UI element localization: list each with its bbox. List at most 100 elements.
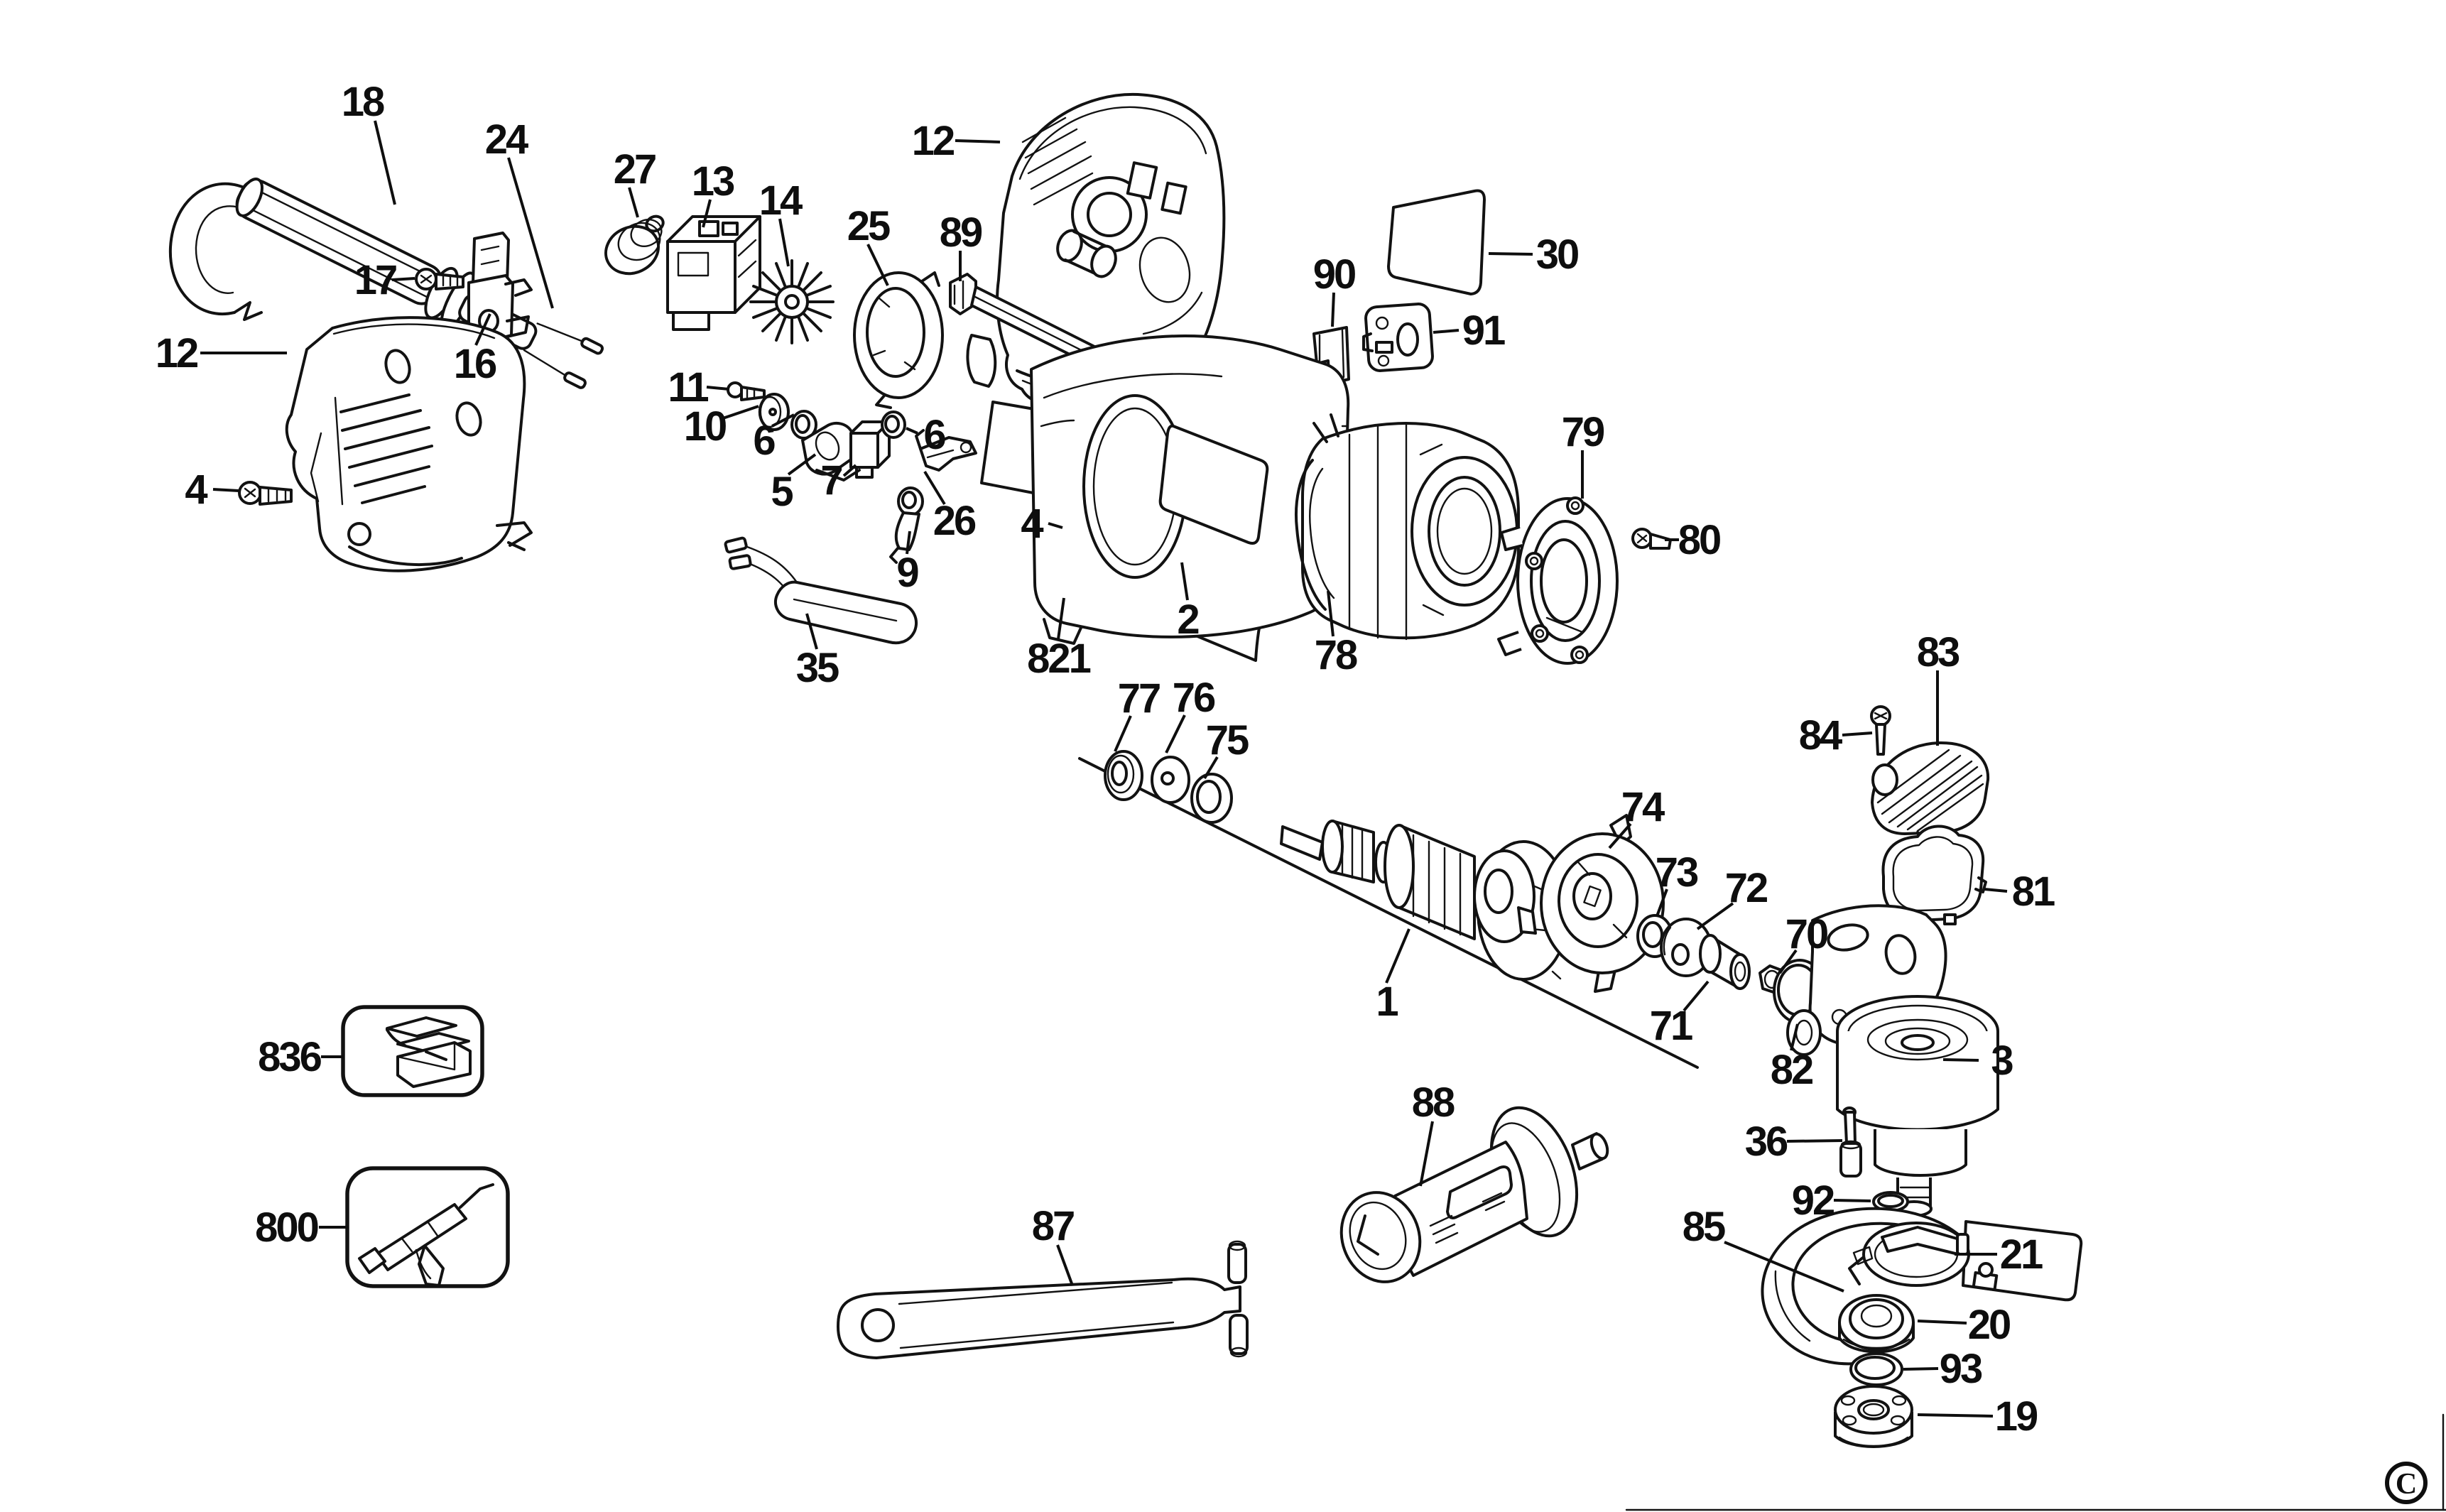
part-label-4-mid: 4 bbox=[1021, 501, 1043, 547]
part-label-18: 18 bbox=[342, 79, 384, 125]
part-label-17: 17 bbox=[354, 257, 396, 303]
leader-line-27 bbox=[628, 187, 639, 218]
part-label-87: 87 bbox=[1032, 1203, 1074, 1249]
part-27-spring-cone bbox=[604, 214, 665, 276]
part-label-76: 76 bbox=[1173, 675, 1215, 721]
leader-line-18 bbox=[374, 120, 396, 205]
part-17-screw bbox=[415, 268, 464, 290]
part-label-3: 3 bbox=[1991, 1038, 2013, 1084]
part-label-70: 70 bbox=[1785, 911, 1827, 957]
part-label-5: 5 bbox=[771, 469, 793, 515]
leader-line-73 bbox=[1656, 888, 1668, 917]
part-label-12-left: 12 bbox=[156, 330, 197, 376]
copyright-symbol: C bbox=[2396, 1468, 2417, 1501]
part-6-ring-left bbox=[790, 410, 817, 440]
part-13-switch bbox=[666, 215, 761, 331]
part-74-fan-baffle bbox=[1517, 814, 1665, 993]
part-label-27: 27 bbox=[614, 146, 656, 192]
part-836-kit-box bbox=[341, 1005, 484, 1097]
part-label-14: 14 bbox=[759, 178, 803, 224]
part-label-21: 21 bbox=[2000, 1231, 2043, 1278]
leader-line-71 bbox=[1683, 980, 1710, 1012]
part-label-84: 84 bbox=[1799, 712, 1842, 758]
part-label-20: 20 bbox=[1968, 1302, 2010, 1348]
leader-line-85 bbox=[1724, 1241, 1844, 1293]
part-label-30: 30 bbox=[1536, 232, 1578, 278]
leader-line-72 bbox=[1696, 902, 1734, 930]
leader-line-10 bbox=[720, 405, 759, 420]
leader-line-2 bbox=[1180, 562, 1189, 601]
leader-line-87 bbox=[1056, 1244, 1074, 1286]
part-6-ring-right bbox=[881, 410, 906, 439]
part-label-6-right: 6 bbox=[923, 412, 945, 458]
leader-line-26 bbox=[923, 470, 946, 506]
leader-line-821 bbox=[1057, 597, 1065, 640]
part-label-89: 89 bbox=[940, 210, 982, 256]
leader-line-14 bbox=[778, 218, 790, 267]
part-71-bushing bbox=[1699, 934, 1751, 990]
part-label-83: 83 bbox=[1917, 629, 1959, 675]
part-4-screw-left bbox=[238, 481, 293, 506]
copyright-mark: C bbox=[2385, 1462, 2428, 1504]
part-label-19: 19 bbox=[1995, 1393, 2038, 1440]
leader-line-88 bbox=[1419, 1121, 1434, 1187]
leader-line-81 bbox=[1984, 888, 2008, 893]
part-label-13: 13 bbox=[692, 158, 734, 205]
part-3-gear-case bbox=[1786, 904, 1999, 1217]
part-75-washer bbox=[1190, 773, 1233, 824]
part-84-screw bbox=[1870, 705, 1891, 756]
part-label-36: 36 bbox=[1745, 1119, 1788, 1165]
leader-line-76 bbox=[1165, 714, 1186, 754]
part-label-71: 71 bbox=[1650, 1003, 1692, 1049]
leader-line-19 bbox=[1917, 1413, 1994, 1418]
leader-line-6-right bbox=[906, 427, 918, 435]
part-label-1: 1 bbox=[1376, 979, 1398, 1025]
part-79-bearing-plate bbox=[1497, 496, 1619, 665]
part-label-6-left: 6 bbox=[753, 418, 775, 464]
leader-line-78 bbox=[1327, 590, 1335, 637]
leader-line-75 bbox=[1203, 756, 1219, 780]
part-25-baffle-ring bbox=[853, 271, 944, 409]
leader-line-35 bbox=[805, 613, 818, 650]
part-88-side-handle bbox=[1339, 1106, 1609, 1283]
part-35-lead-wire bbox=[724, 536, 918, 645]
part-36-pin bbox=[1839, 1106, 1862, 1177]
leader-line-16 bbox=[474, 313, 491, 346]
part-label-4-left: 4 bbox=[185, 467, 207, 513]
part-label-821: 821 bbox=[1027, 636, 1091, 682]
leader-line-84 bbox=[1842, 731, 1873, 736]
leader-line-6-left bbox=[771, 413, 795, 428]
part-label-26: 26 bbox=[933, 498, 976, 544]
part-1-bracket-line bbox=[1078, 757, 1699, 1069]
part-label-81: 81 bbox=[2012, 869, 2055, 915]
leader-line-82 bbox=[1790, 1023, 1799, 1051]
leader-line-74 bbox=[1608, 822, 1632, 849]
leader-line-17 bbox=[391, 277, 415, 281]
leader-line-25 bbox=[866, 244, 889, 286]
part-label-79: 79 bbox=[1562, 409, 1604, 455]
part-2-field-case bbox=[966, 334, 1350, 645]
part-label-24: 24 bbox=[485, 116, 528, 163]
part-label-78: 78 bbox=[1315, 632, 1357, 678]
part-21-wheel-guard bbox=[1761, 1207, 2083, 1366]
leader-line-13 bbox=[702, 199, 712, 228]
leader-line-91 bbox=[1433, 329, 1460, 334]
part-label-7: 7 bbox=[820, 457, 842, 504]
leader-line-1 bbox=[1385, 928, 1410, 984]
part-20-bearing bbox=[1838, 1294, 1915, 1354]
part-label-90: 90 bbox=[1313, 251, 1355, 298]
part-91-module-plate bbox=[1362, 303, 1434, 372]
part-label-72: 72 bbox=[1725, 865, 1767, 911]
part-93-o-ring bbox=[1849, 1352, 1903, 1386]
part-label-10: 10 bbox=[684, 403, 726, 450]
part-label-92: 92 bbox=[1792, 1177, 1834, 1224]
leader-line-70 bbox=[1778, 949, 1798, 974]
part-76-washer bbox=[1151, 756, 1190, 804]
part-80-screw bbox=[1631, 528, 1672, 550]
leader-line-4-left bbox=[212, 488, 239, 492]
part-label-82: 82 bbox=[1771, 1047, 1812, 1093]
part-11-screw bbox=[727, 381, 766, 401]
leader-line-77 bbox=[1114, 715, 1132, 752]
part-label-11: 11 bbox=[668, 364, 708, 410]
